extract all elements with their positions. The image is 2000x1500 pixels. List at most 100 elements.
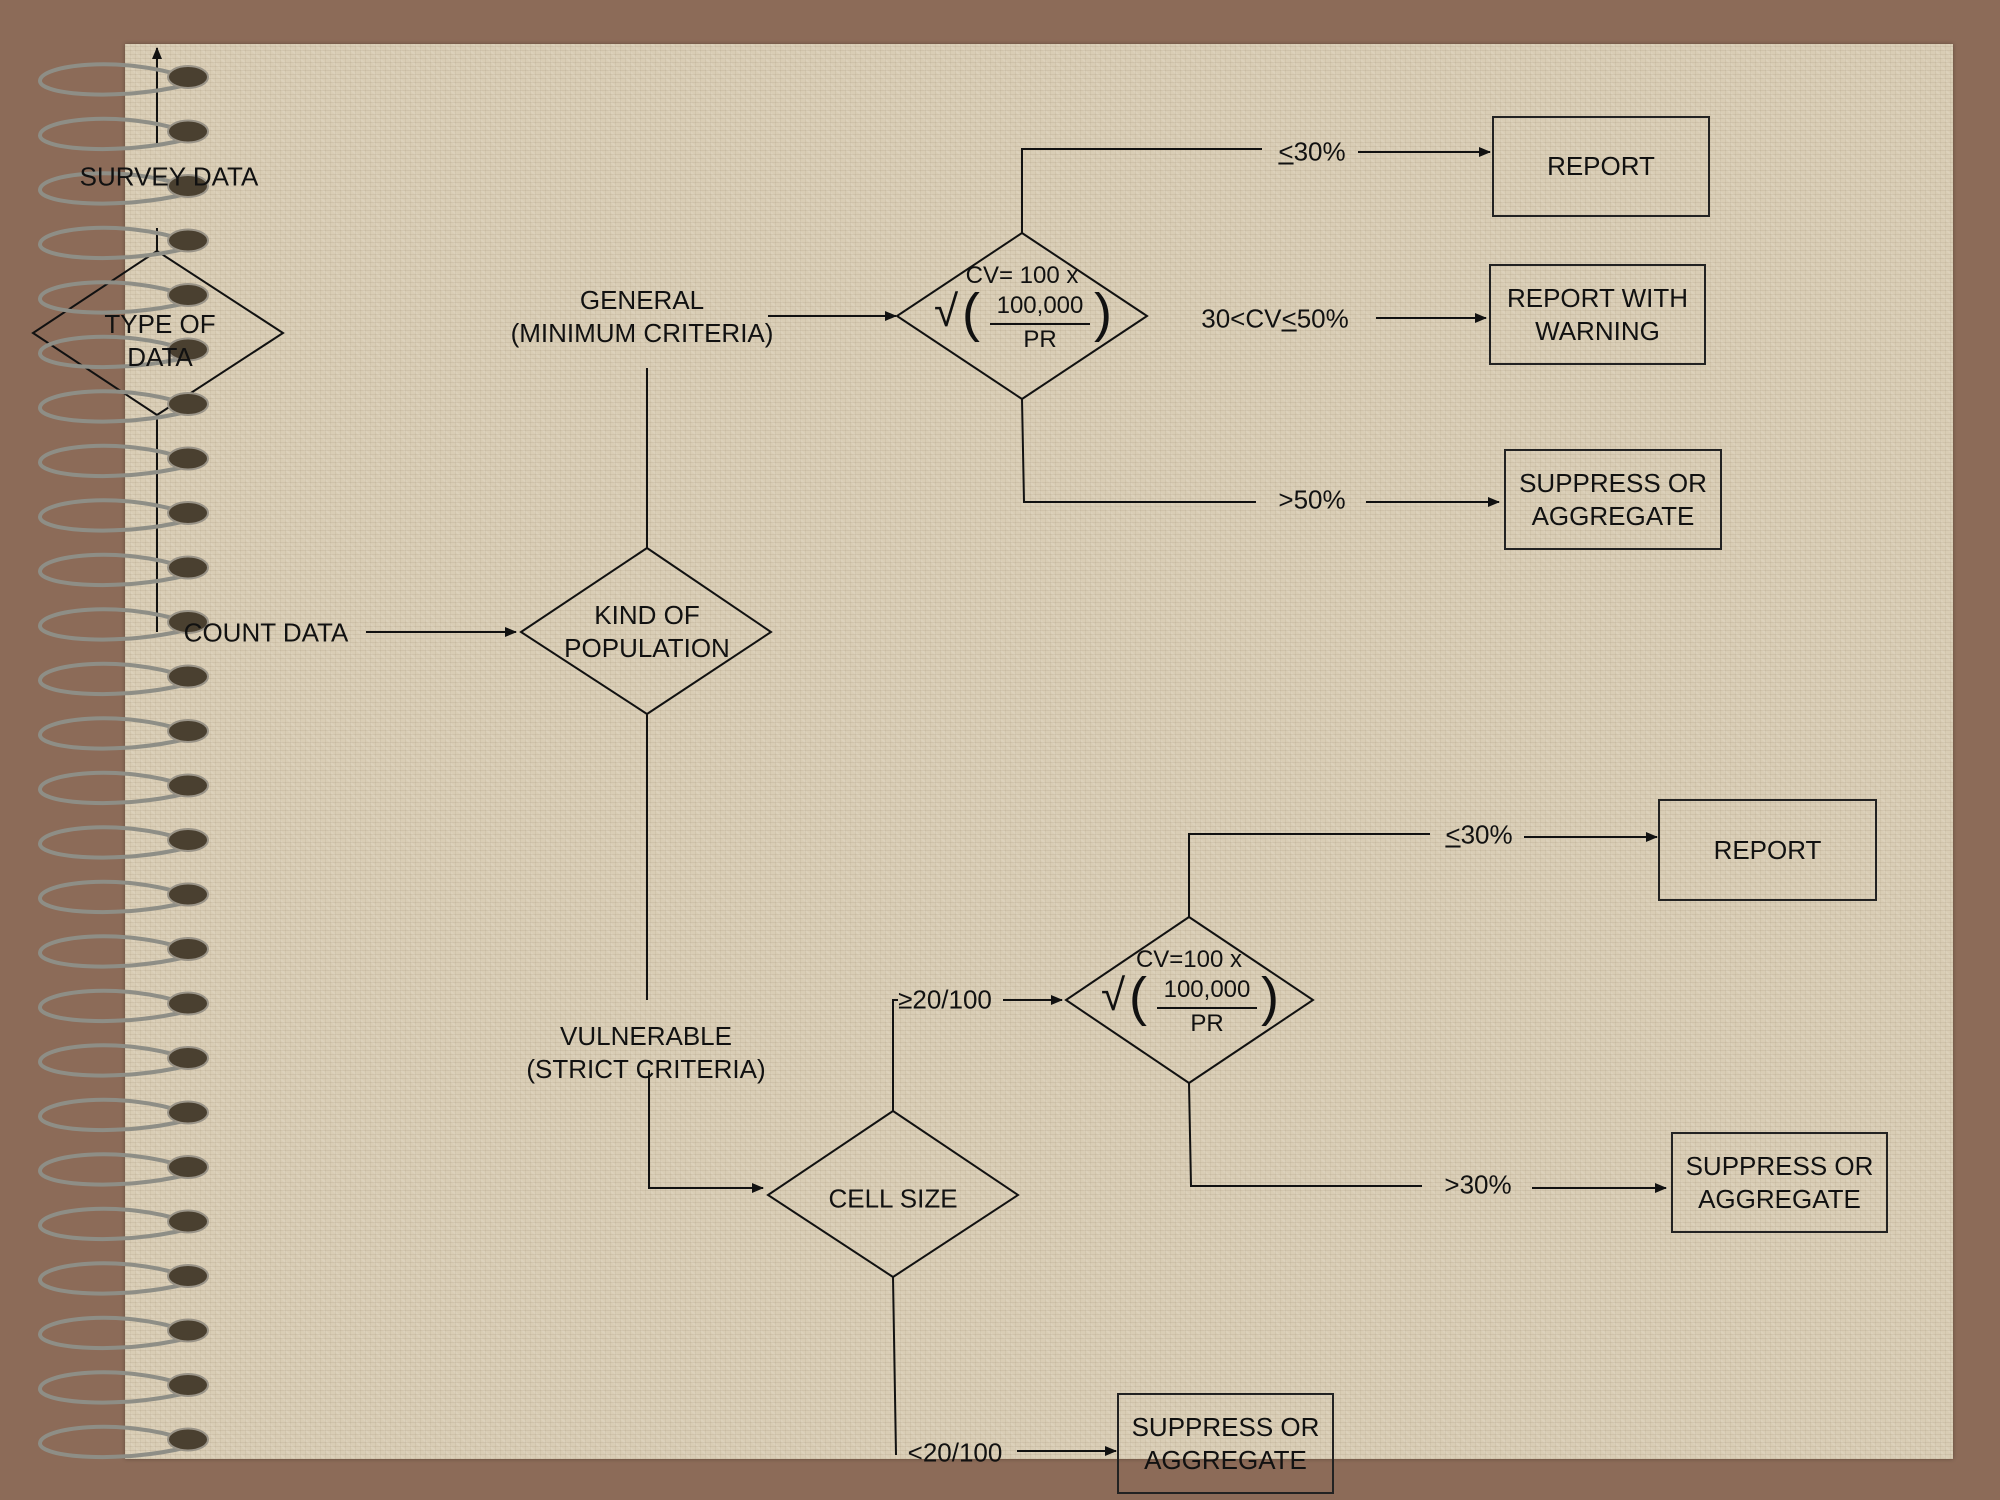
spiral-hole xyxy=(167,1318,209,1343)
suppress-cell-line1: SUPPRESS OR xyxy=(1131,1411,1320,1442)
cv-vulnerable-denominator: PR xyxy=(1190,1010,1224,1037)
spiral-hole xyxy=(167,991,209,1016)
spiral-hole xyxy=(167,1155,209,1179)
vulnerable-line1: VULNERABLE xyxy=(560,1021,732,1051)
spiral-hole xyxy=(167,1100,209,1125)
cv-general-numerator: 100,000 xyxy=(996,292,1084,319)
mid-general-label: 30<CV<50% xyxy=(1201,303,1348,336)
kind-of-population-label: KIND OF POPULATION xyxy=(564,599,730,665)
general-label: GENERAL (MINIMUM CRITERIA) xyxy=(511,284,774,350)
report-vulnerable-box: REPORT xyxy=(1658,799,1877,901)
spiral-hole xyxy=(167,501,209,525)
gt50-general-label: >50% xyxy=(1278,484,1346,515)
report-warning-line1: REPORT WITH xyxy=(1506,282,1689,313)
spiral-ring xyxy=(37,1097,187,1132)
spiral-hole xyxy=(167,337,209,362)
cv-general-head: CV= 100 x xyxy=(965,262,1079,289)
fraction-bar xyxy=(990,323,1090,325)
suppress-vulnerable-line1: SUPPRESS OR xyxy=(1685,1150,1874,1181)
report-warning-line2: WARNING xyxy=(1535,315,1660,346)
spiral-hole xyxy=(167,119,209,144)
spiral-binding xyxy=(37,62,209,1459)
type-of-data-label: TYPE OF DATA xyxy=(104,308,215,374)
spiral-hole xyxy=(167,882,209,907)
spiral-hole xyxy=(167,664,209,689)
spiral-hole xyxy=(167,1264,209,1288)
spiral-ring xyxy=(37,334,187,369)
notebook-paper xyxy=(125,44,1953,1459)
spiral-ring xyxy=(37,1315,187,1350)
spiral-ring xyxy=(37,607,187,642)
spiral-hole xyxy=(167,228,209,253)
kind-line2: POPULATION xyxy=(564,633,730,663)
vulnerable-label: VULNERABLE (STRICT CRITERIA) xyxy=(526,1020,765,1086)
spiral-hole xyxy=(167,65,209,89)
spiral-ring xyxy=(37,1261,187,1296)
spiral-ring xyxy=(37,1370,187,1405)
spiral-hole xyxy=(167,1209,209,1234)
cv-vulnerable-numerator: 100,000 xyxy=(1163,976,1251,1003)
spiral-hole xyxy=(167,555,209,580)
spiral-ring xyxy=(37,1043,187,1078)
spiral-ring xyxy=(37,988,187,1023)
spiral-hole xyxy=(167,719,209,743)
spiral-ring xyxy=(37,62,187,97)
cv-general-denominator: PR xyxy=(1023,326,1057,353)
gt30-vuln-label: >30% xyxy=(1444,1169,1512,1200)
mid-a: 30<CV xyxy=(1201,303,1282,334)
spiral-hole xyxy=(167,1373,209,1397)
spiral-hole xyxy=(167,446,209,471)
le30-general-label: <30% xyxy=(1278,136,1345,169)
le-symbol: < xyxy=(1281,303,1297,334)
survey-data-label: SURVEY DATA xyxy=(79,161,259,192)
mid-b: 50% xyxy=(1296,303,1349,334)
spiral-hole xyxy=(167,773,209,798)
spiral-ring xyxy=(37,879,187,914)
le30-value: 30% xyxy=(1293,136,1346,167)
spiral-ring xyxy=(37,1424,187,1459)
type-of-data-line1: TYPE OF xyxy=(104,309,216,339)
le30-vuln-label: <30% xyxy=(1445,819,1512,852)
spiral-hole xyxy=(167,828,209,852)
paren-left-icon: ( xyxy=(1129,967,1147,1027)
spiral-ring xyxy=(37,1206,187,1241)
spiral-hole xyxy=(167,283,209,307)
spiral-ring xyxy=(37,389,187,424)
spiral-ring xyxy=(37,934,187,969)
spiral-ring xyxy=(37,225,187,260)
spiral-ring xyxy=(37,825,187,860)
type-of-data-line2: DATA xyxy=(127,342,193,372)
spiral-ring xyxy=(37,552,187,587)
general-line2: (MINIMUM CRITERIA) xyxy=(510,318,774,348)
spiral-ring xyxy=(37,498,187,533)
paren-left-icon: ( xyxy=(962,283,980,343)
cell-size-label: CELL SIZE xyxy=(828,1183,958,1214)
spiral-ring xyxy=(37,661,187,696)
kind-line1: KIND OF xyxy=(594,600,700,630)
spiral-hole xyxy=(167,1046,209,1070)
general-line1: GENERAL xyxy=(579,285,705,315)
paren-right-icon: ) xyxy=(1261,967,1279,1027)
suppress-cell-line2: AGGREGATE xyxy=(1144,1444,1307,1475)
sqrt-icon: √ xyxy=(1101,971,1126,1020)
suppress-vulnerable-line2: AGGREGATE xyxy=(1698,1183,1861,1214)
report-general-box: REPORT xyxy=(1492,116,1710,217)
ge20-label: ≥20/100 xyxy=(898,984,992,1015)
count-data-label: COUNT DATA xyxy=(183,617,349,648)
cv-general-formula: CV= 100 x √ ( 100,000 PR ) xyxy=(922,262,1122,392)
spiral-hole xyxy=(167,174,209,198)
vulnerable-line2: (STRICT CRITERIA) xyxy=(526,1054,766,1084)
spiral-ring xyxy=(37,716,187,751)
suppress-general-line1: SUPPRESS OR xyxy=(1519,467,1707,498)
le-symbol: < xyxy=(1445,819,1461,850)
spiral-ring xyxy=(37,171,187,206)
cv-vulnerable-head: CV=100 x xyxy=(1135,946,1243,973)
spiral-hole xyxy=(167,392,209,416)
spiral-ring xyxy=(37,770,187,805)
fraction-bar xyxy=(1157,1007,1257,1009)
spiral-ring xyxy=(37,116,187,151)
